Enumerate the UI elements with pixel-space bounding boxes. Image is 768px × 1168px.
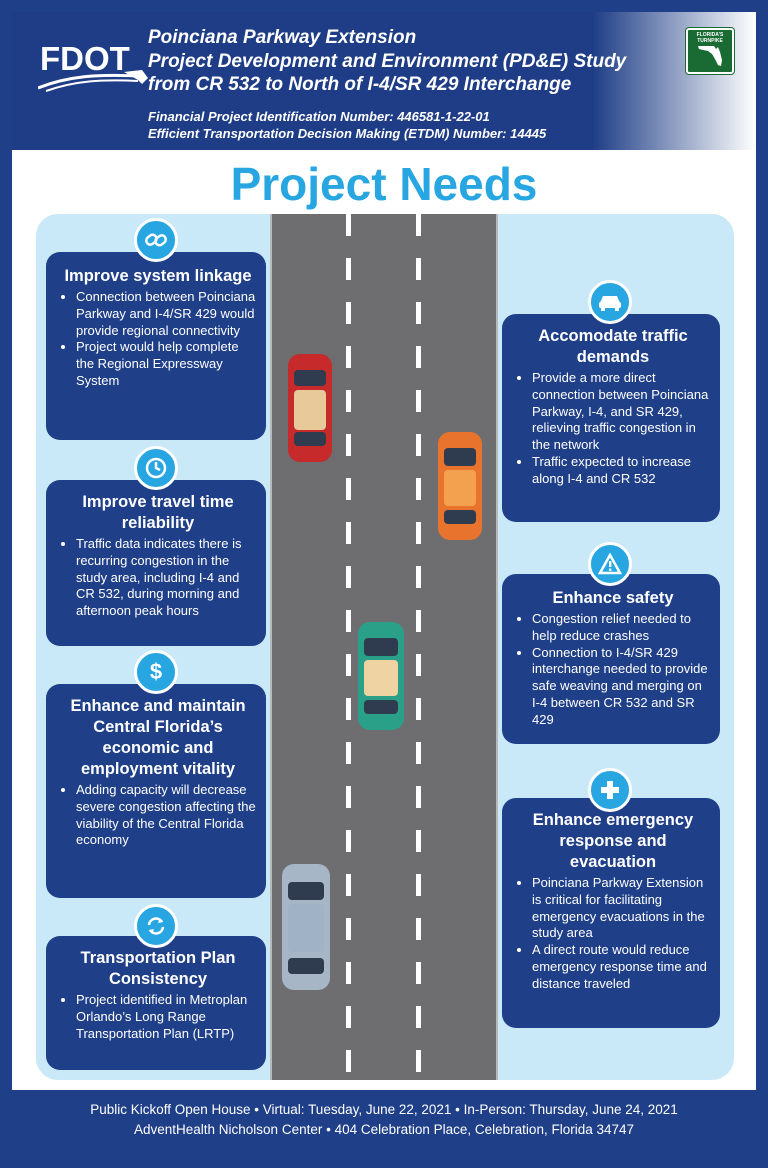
project-title: Poinciana Parkway Extension Project Deve… [148, 26, 626, 97]
card-economic-vitality: Enhance and maintain Central Florida’s e… [46, 684, 266, 898]
etdm-number: Efficient Transportation Decision Making… [148, 126, 547, 141]
project-ids: Financial Project Identification Number:… [148, 108, 546, 142]
card-title: Accomodate traffic demands [538, 327, 688, 366]
card-bullets: Provide a more direct connection between… [516, 370, 710, 488]
financial-id: Financial Project Identification Number:… [148, 109, 490, 124]
road-edge-right [496, 214, 498, 1080]
clock-icon [134, 446, 178, 490]
bullet: Adding capacity will decrease severe con… [76, 782, 256, 849]
bullet: Connection between Poinciana Parkway and… [76, 289, 256, 339]
warning-icon [588, 542, 632, 586]
fdot-logo: FDOT [38, 34, 150, 92]
page-title: Project Needs [230, 158, 538, 210]
car-silver [282, 864, 330, 990]
lane-divider [416, 214, 421, 1080]
bullet: Project would help complete the Regional… [76, 339, 256, 389]
card-bullets: Project identified in Metroplan Orlando’… [60, 992, 256, 1042]
footer: Public Kickoff Open House • Virtual: Tue… [0, 1100, 768, 1140]
fdot-logo-text: FDOT [40, 40, 130, 77]
card-improve-travel-time-reliability: Improve travel time reliability Traffic … [46, 480, 266, 646]
card-bullets: Poinciana Parkway Extension is critical … [516, 875, 710, 993]
card-accomodate-traffic-demands: Accomodate traffic demands Provide a mor… [502, 314, 720, 522]
car-icon [588, 280, 632, 324]
lane-divider [346, 214, 351, 1080]
florida-state-icon [698, 46, 722, 66]
bullet: Poinciana Parkway Extension is critical … [532, 875, 710, 942]
footer-location: AdventHealth Nicholson Center • 404 Cele… [133, 1122, 635, 1137]
bullet: Congestion relief needed to help reduce … [532, 611, 710, 645]
swoosh-icon [38, 70, 148, 92]
title-line-1: Poinciana Parkway Extension [148, 27, 417, 48]
title-line-3: from CR 532 to North of I-4/SR 429 Inter… [148, 74, 572, 95]
road-edge-left [270, 214, 272, 1080]
dollar-icon: $ [134, 650, 178, 694]
title-line-2: Project Development and Environment (PD&… [148, 50, 627, 72]
bullet: Traffic expected to increase along I-4 a… [532, 454, 710, 488]
card-bullets: Connection between Poinciana Parkway and… [60, 289, 256, 390]
card-title: Enhance and maintain Central Florida’s e… [70, 697, 246, 778]
card-emergency-response: Enhance emergency response and evacuatio… [502, 798, 720, 1028]
car-teal [358, 622, 404, 730]
card-bullets: Congestion relief needed to help reduce … [516, 611, 710, 729]
card-title: Transportation Plan Consistency [80, 949, 236, 988]
bullet: Traffic data indicates there is recurrin… [76, 536, 256, 620]
car-orange [438, 432, 482, 540]
card-title: Improve system linkage [64, 267, 252, 285]
bullet: Connection to I-4/SR 429 interchange nee… [532, 645, 710, 729]
bullet: Provide a more direct connection between… [532, 370, 710, 454]
card-enhance-safety: Enhance safety Congestion relief needed … [502, 574, 720, 744]
car-red [288, 354, 332, 462]
card-title: Enhance emergency response and evacuatio… [532, 811, 694, 871]
card-bullets: Adding capacity will decrease severe con… [60, 782, 256, 849]
card-improve-system-linkage: Improve system linkage Connection betwee… [46, 252, 266, 440]
header-banner: FDOT Poinciana Parkway Extension Project… [12, 12, 756, 150]
chain-link-icon [134, 218, 178, 262]
card-bullets: Traffic data indicates there is recurrin… [60, 536, 256, 620]
card-title: Improve travel time reliability [82, 493, 234, 532]
bullet: A direct route would reduce emergency re… [532, 942, 710, 992]
refresh-cycle-icon [134, 904, 178, 948]
bullet: Project identified in Metroplan Orlando’… [76, 992, 256, 1042]
card-title: Enhance safety [552, 589, 674, 607]
card-transportation-plan-consistency: Transportation Plan Consistency Project … [46, 936, 266, 1070]
medical-cross-icon [588, 768, 632, 812]
footer-event-dates: Public Kickoff Open House • Virtual: Tue… [90, 1102, 678, 1117]
florida-turnpike-logo: FLORIDA'S TURNPIKE [686, 28, 734, 74]
